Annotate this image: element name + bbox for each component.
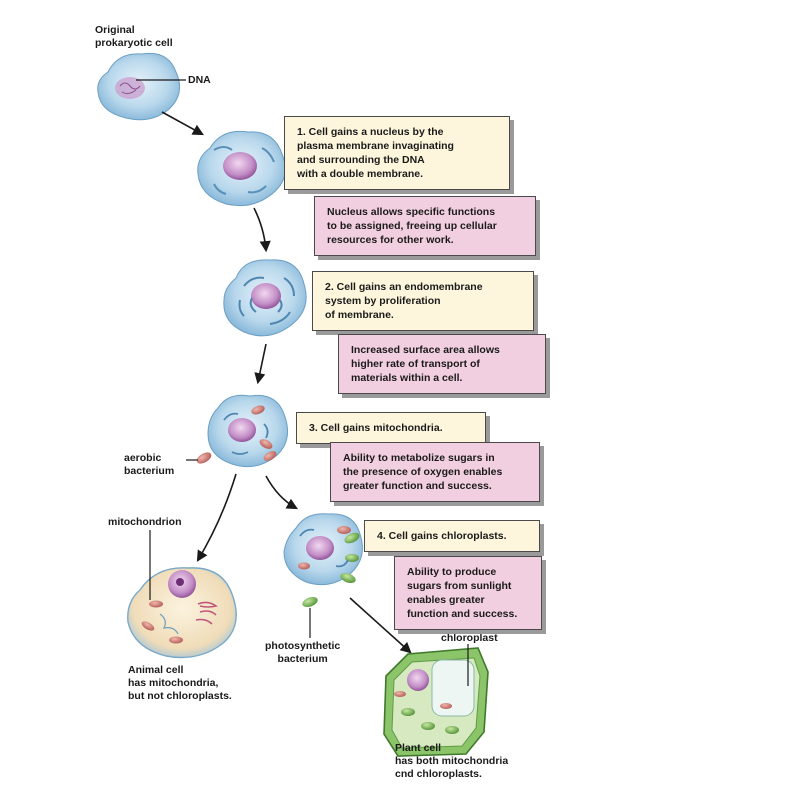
original-cell-label: Original prokaryotic cell: [95, 24, 173, 49]
arrow-to-plant: [349, 597, 412, 654]
step-1-benefit-box: Nucleus allows specific functions to be …: [314, 196, 536, 256]
step-3-benefit-box: Ability to metabolize sugars in the pres…: [330, 442, 540, 502]
chloroplast-outside-2: [340, 572, 356, 584]
aerobic-bacterium-shape-2: [263, 451, 277, 461]
arrow-step-3: [254, 343, 267, 385]
step-2-benefit-box: Increased surface area allows higher rat…: [338, 334, 546, 394]
arrow-to-step-4: [265, 475, 298, 510]
step-1-box: 1. Cell gains a nucleus by the plasma me…: [284, 116, 510, 190]
arrow-to-animal: [196, 473, 237, 562]
photosynthetic-bacterium-label: photosynthetic bacterium: [265, 640, 341, 665]
step-4-benefit-box: Ability to produce sugars from sunlight …: [394, 556, 542, 630]
cell-with-endomembrane: [223, 259, 307, 337]
chloroplast-label: chloroplast: [441, 632, 498, 644]
chloroplast-outside-1: [344, 532, 360, 544]
cell-with-chloroplasts: [283, 513, 363, 586]
cell-with-nucleus: [197, 130, 286, 207]
dna-label: DNA: [188, 74, 211, 86]
step-2-box: 2. Cell gains an endomembrane system by …: [312, 271, 534, 331]
animal-cell: [127, 567, 237, 659]
step-4-box: 4. Cell gains chloroplasts.: [364, 520, 540, 552]
arrow-step-1: [161, 111, 204, 136]
prokaryotic-cell: [97, 52, 181, 121]
aerobic-bacterium-label: aerobic bacterium: [124, 452, 175, 477]
cell-with-mitochondria: [207, 394, 289, 468]
arrow-step-2: [253, 207, 271, 253]
plant-cell-caption: Plant cell has both mitochondria cnd chl…: [395, 742, 509, 780]
step-3-box: 3. Cell gains mitochondria.: [296, 412, 486, 444]
plant-cell: [383, 647, 489, 757]
photosynthetic-bacterium-shape: [302, 596, 318, 608]
aerobic-bacterium-shape: [196, 452, 212, 464]
animal-cell-caption: Animal cell has mitochondria, but not ch…: [128, 664, 232, 702]
mitochondrion-label: mitochondrion: [108, 516, 182, 528]
